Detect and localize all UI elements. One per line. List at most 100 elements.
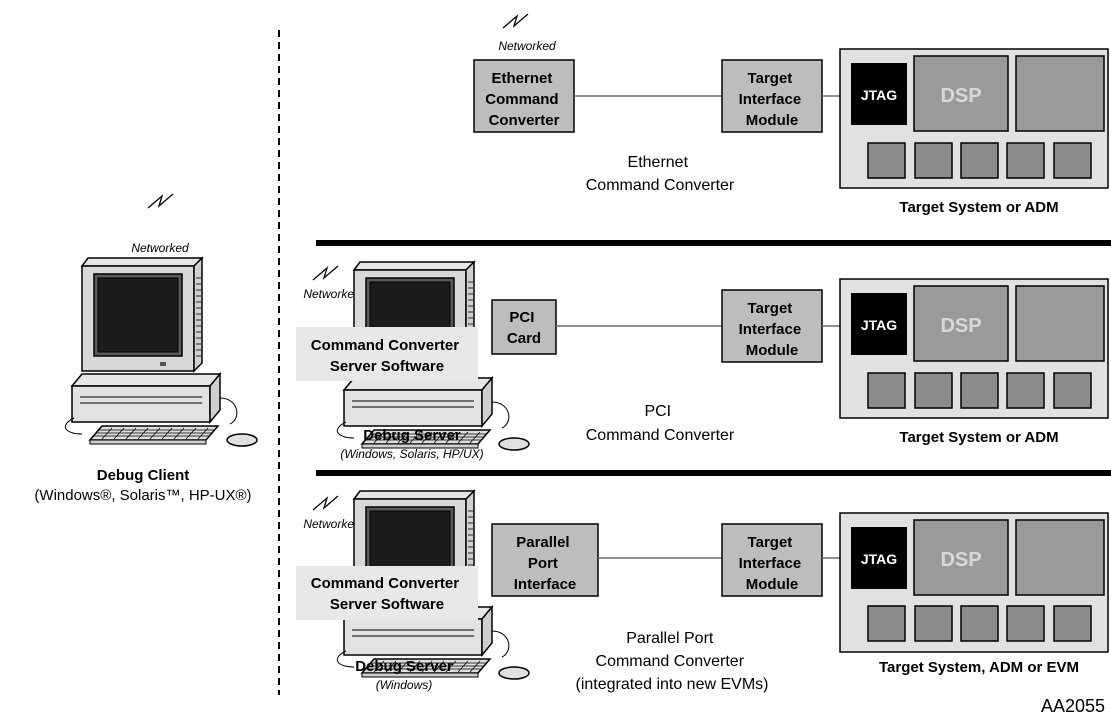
dsp-chip — [913, 285, 1009, 362]
software-label-line: Command Converter — [311, 575, 460, 592]
box-label-line: Module — [746, 576, 799, 593]
jtag-label: JTAG — [861, 87, 897, 103]
caption-line: Command Converter — [586, 177, 735, 194]
target-interface-module-box — [721, 289, 823, 363]
pci-card-box — [491, 299, 557, 355]
svg-text:Parallel Port Command Co: Parallel Port Command Converter (integra… — [576, 630, 769, 693]
box-label-line: Module — [746, 112, 799, 129]
component-chip — [1006, 372, 1045, 409]
svg-text:Target Interface M: Target Interface Module — [739, 534, 806, 593]
svg-text:PCI Command Converter: PCI Command Converter — [586, 403, 735, 444]
software-label-line: Server Software — [330, 596, 444, 613]
networked-icon — [312, 495, 339, 511]
target-system: JTAG DSP — [839, 278, 1109, 419]
box-label-line: PCI — [509, 309, 534, 326]
server-os: (Windows, Solaris, HP/UX) — [340, 447, 483, 461]
component-chip — [960, 142, 999, 179]
component-chip — [960, 605, 999, 642]
caption-line: (integrated into new EVMs) — [576, 676, 769, 693]
svg-text:Command Converter Server: Command Converter Server Software — [311, 575, 464, 613]
box-label-line: Converter — [489, 112, 560, 129]
component-chip — [1053, 605, 1092, 642]
box-label-line: Target — [748, 70, 793, 87]
row-separator — [316, 240, 1111, 246]
server-title: Debug Server — [363, 427, 461, 444]
box-label-line: Target — [748, 534, 793, 551]
dsp-chip — [913, 519, 1009, 596]
memory-chip — [1015, 519, 1105, 596]
box-label-line: Interface — [739, 555, 802, 572]
client-os: (Windows®, Solaris™, HP-UX®) — [34, 487, 251, 504]
box-label-line: Module — [746, 342, 799, 359]
target-system-label: Target System or ADM — [899, 199, 1058, 216]
dsp-label: DSP — [940, 549, 981, 571]
software-label-line: Server Software — [330, 358, 444, 375]
svg-text:Target Interface M: Target Interface Module — [739, 300, 806, 359]
target-interface-module-box — [721, 523, 823, 597]
component-chip — [1053, 372, 1092, 409]
box-label-line: Interface — [739, 91, 802, 108]
jtag-chip — [851, 63, 907, 125]
parallel-port-interface-box — [491, 523, 599, 597]
box-label-line: Port — [528, 555, 558, 572]
box-label-line: Target — [748, 300, 793, 317]
dsp-label: DSP — [940, 315, 981, 337]
jtag-label: JTAG — [861, 317, 897, 333]
networked-icon — [312, 265, 339, 281]
networked-icon — [147, 193, 174, 209]
debug-client: Networked Debug Client (Windows®, Solari… — [34, 193, 258, 504]
caption-line: PCI — [644, 403, 671, 420]
figure-id: AA2055 — [1041, 696, 1105, 716]
component-chip — [867, 605, 906, 642]
client-computer-icon — [64, 257, 258, 447]
server-software-panel — [296, 327, 478, 381]
caption-line: Command Converter — [596, 653, 745, 670]
svg-text:Target Interface M: Target Interface Module — [739, 70, 806, 129]
box-label-line: Parallel — [516, 534, 569, 551]
row-ethernet: Networked Ethernet Command Converter Tar… — [473, 13, 1109, 216]
row-separator — [316, 470, 1111, 476]
networked-label: Networked — [303, 517, 361, 531]
component-chip — [914, 372, 953, 409]
caption-line: Command Converter — [586, 427, 735, 444]
svg-text:Ethernet Command Convert: Ethernet Command Converter — [586, 154, 735, 194]
client-networked-label: Networked — [131, 241, 189, 255]
jtag-label: JTAG — [861, 551, 897, 567]
component-chip — [867, 142, 906, 179]
server-os: (Windows) — [376, 678, 433, 692]
target-interface-module-box — [721, 59, 823, 133]
component-chip — [1006, 142, 1045, 179]
component-chip — [1053, 142, 1092, 179]
svg-text:Parallel Port Inte: Parallel Port Interface — [514, 534, 577, 593]
component-chip — [914, 605, 953, 642]
server-title: Debug Server — [355, 658, 453, 675]
component-chip — [1006, 605, 1045, 642]
component-chip — [867, 372, 906, 409]
dsp-chip — [913, 55, 1009, 132]
target-system-label: Target System, ADM or EVM — [879, 659, 1079, 676]
caption-line: Ethernet — [628, 154, 689, 171]
memory-chip — [1015, 285, 1105, 362]
networked-label: Networked — [303, 287, 361, 301]
box-label-line: Ethernet — [491, 70, 552, 87]
ethernet-command-converter-box — [473, 59, 575, 133]
target-system-label: Target System or ADM — [899, 429, 1058, 446]
memory-chip — [1015, 55, 1105, 132]
svg-text:PCI Card: PCI Card — [507, 309, 541, 347]
component-chip — [914, 142, 953, 179]
caption-line: Parallel Port — [626, 630, 714, 647]
networked-label: Networked — [498, 39, 556, 53]
row-pci: Networked Command Converter Server Softw… — [296, 261, 1109, 461]
svg-text:Command Converter Server: Command Converter Server Software — [311, 337, 464, 375]
networked-icon — [502, 13, 529, 29]
box-label-line: Interface — [739, 321, 802, 338]
software-label-line: Command Converter — [311, 337, 460, 354]
jtag-chip — [851, 293, 907, 355]
target-system: JTAG DSP — [839, 48, 1109, 189]
server-software-panel — [296, 566, 478, 620]
target-system: JTAG DSP — [839, 512, 1109, 653]
component-chip — [960, 372, 999, 409]
client-title: Debug Client — [97, 467, 190, 484]
svg-text:Ethernet Command C: Ethernet Command Converter — [485, 70, 563, 129]
